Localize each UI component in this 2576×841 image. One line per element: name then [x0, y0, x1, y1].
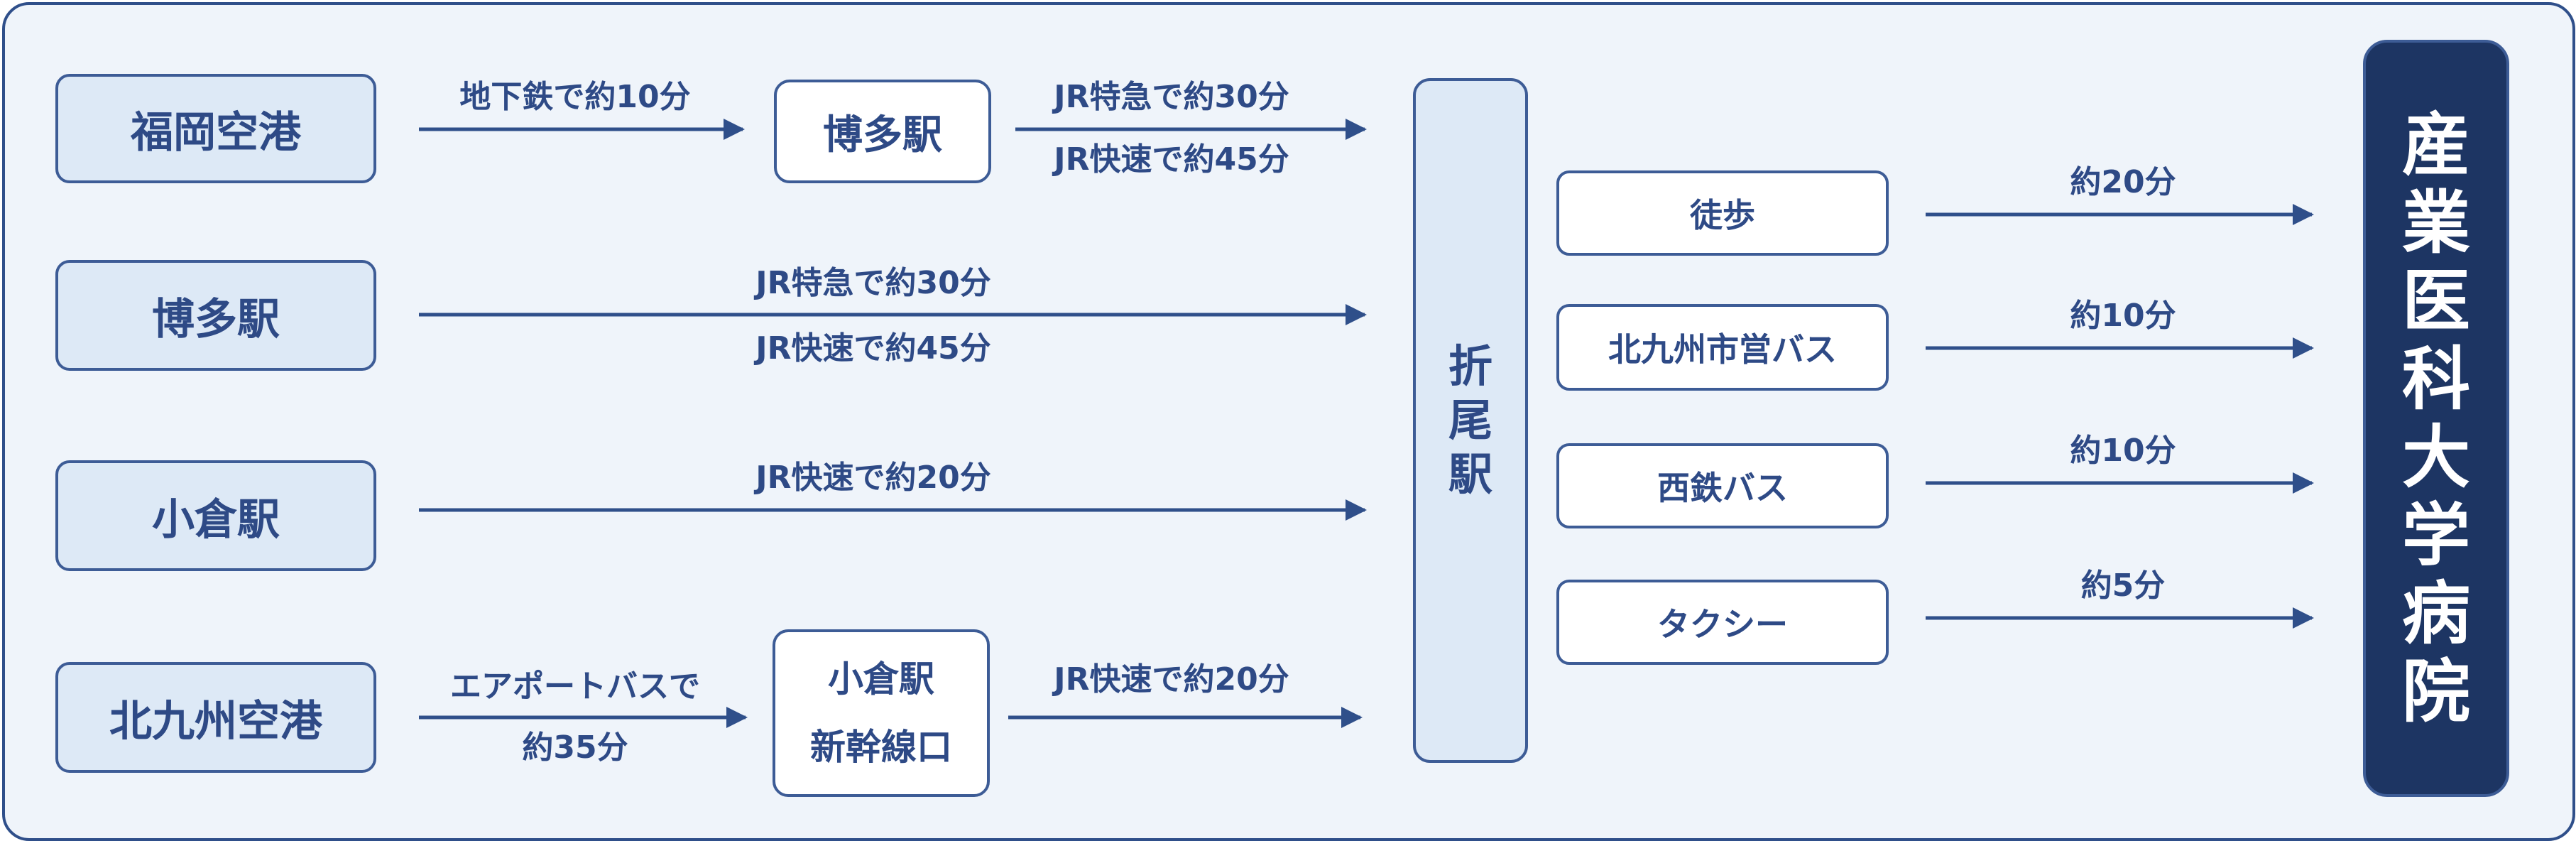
label-airport-bus-line2: 約35分: [522, 729, 628, 766]
kokura-shinkansen-line1: 小倉駅: [828, 658, 934, 700]
mode-city-bus: 北九州市営バス: [1556, 304, 1889, 391]
destination-char-2: 業: [2402, 183, 2470, 263]
origin-fukuoka-airport-label: 福岡空港: [131, 107, 301, 158]
destination-char-6: 学: [2402, 496, 2470, 575]
destination-char-1: 産: [2402, 105, 2470, 185]
label-walk-time: 約20分: [2070, 164, 2176, 200]
label-city-bus-time: 約10分: [2070, 298, 2176, 334]
origin-kokura-station-label: 小倉駅: [152, 494, 280, 545]
destination-char-8: 院: [2402, 652, 2470, 732]
intermediate-hakata-station: 博多駅: [774, 80, 991, 183]
mode-nishitetsu-bus-label: 西鉄バス: [1657, 469, 1788, 507]
destination-char-4: 科: [2402, 340, 2470, 419]
label-airport-bus-line1: エアポートバスで: [450, 668, 700, 705]
label-kokura-shinkansen-rapid: JR快速で約20分: [1054, 661, 1289, 698]
intermediate-hakata-station-label: 博多駅: [823, 112, 942, 158]
label-fukuoka-subway: 地下鉄で約10分: [459, 79, 691, 115]
intermediate-kokura-shinkansen-exit: 小倉駅 新幹線口: [773, 629, 990, 797]
mode-taxi: タクシー: [1556, 580, 1889, 665]
destination-char-3: 医: [2402, 261, 2470, 341]
mode-walk: 徒歩: [1556, 170, 1889, 256]
orio-station-char-3: 駅: [1448, 448, 1492, 500]
origin-hakata-station-label: 博多駅: [152, 294, 280, 344]
orio-station: 折 尾 駅: [1413, 78, 1528, 763]
orio-station-char-1: 折: [1448, 340, 1492, 392]
mode-nishitetsu-bus: 西鉄バス: [1556, 443, 1889, 528]
destination-char-5: 大: [2402, 418, 2470, 497]
kokura-shinkansen-line2: 新幹線口: [810, 727, 952, 768]
mode-taxi-label: タクシー: [1657, 605, 1788, 644]
label-hakata-rapid: JR快速で約45分: [755, 330, 991, 367]
destination-char-7: 病: [2402, 574, 2470, 653]
mode-walk-label: 徒歩: [1690, 196, 1755, 234]
label-kokura-rapid: JR快速で約20分: [755, 460, 991, 496]
origin-hakata-station: 博多駅: [55, 260, 376, 371]
origin-kokura-station: 小倉駅: [55, 460, 376, 571]
label-hakata-mid-rapid: JR快速で約45分: [1054, 141, 1289, 178]
label-nishitetsu-time: 約10分: [2070, 433, 2176, 469]
origin-kitakyushu-airport: 北九州空港: [55, 662, 376, 773]
origin-fukuoka-airport: 福岡空港: [55, 74, 376, 183]
destination-hospital: 産 業 医 科 大 学 病 院: [2363, 40, 2509, 797]
origin-kitakyushu-airport-label: 北九州空港: [109, 696, 322, 747]
label-taxi-time: 約5分: [2080, 568, 2166, 604]
label-hakata-express: JR特急で約30分: [755, 265, 991, 301]
label-hakata-mid-express: JR特急で約30分: [1054, 79, 1289, 115]
mode-city-bus-label: 北九州市営バス: [1608, 330, 1837, 369]
orio-station-char-2: 尾: [1448, 394, 1492, 446]
